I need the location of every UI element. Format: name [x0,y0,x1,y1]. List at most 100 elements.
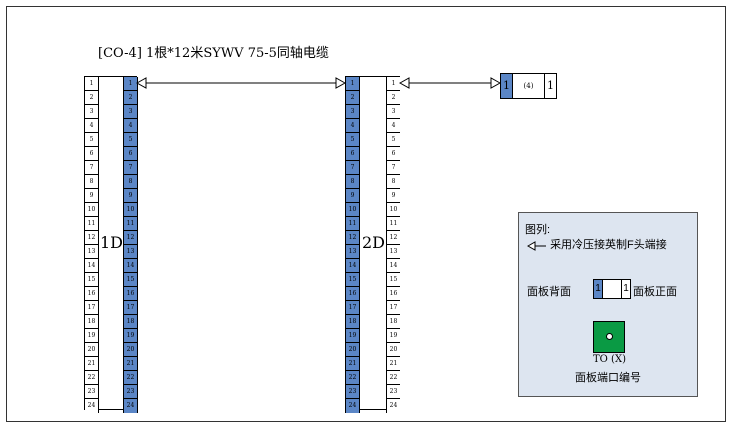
port-number-cell: 21 [85,357,98,371]
port-number-cell: 11 [346,217,359,231]
port-number-cell: 5 [346,133,359,147]
port-number-cell: 11 [85,217,98,231]
legend-box-front-num: 1 [621,280,630,298]
legend-front-label: 面板正面 [633,286,677,298]
port-number-cell: 20 [346,343,359,357]
port-number-cell: 9 [387,189,400,203]
port-number-cell: 17 [387,301,400,315]
port-number-cell: 10 [124,203,137,217]
panel-1d-label: 1D [100,233,124,252]
diagram-frame [6,6,726,422]
port-number-cell: 5 [124,133,137,147]
port-number-cell: 23 [124,385,137,399]
port-number-cell: 1 [124,77,137,91]
port-number-cell: 2 [124,91,137,105]
port-number-cell: 19 [346,329,359,343]
port-number-cell: 1 [387,77,400,91]
port-number-cell: 1 [85,77,98,91]
cable-title: [CO-4] 1根*12米SYWV 75-5同轴电缆 [98,46,329,61]
port-number-cell: 13 [387,245,400,259]
jack-hole-icon [606,333,613,340]
port-number-cell: 14 [346,259,359,273]
port-number-cell: 16 [346,287,359,301]
legend-arrow-desc: 采用冷压接英制F头端接 [550,239,667,251]
port-number-cell: 13 [85,245,98,259]
port-number-cell: 16 [124,287,137,301]
port-number-cell: 9 [346,189,359,203]
port-number-cell: 19 [124,329,137,343]
port-number-cell: 15 [346,273,359,287]
port-number-cell: 16 [387,287,400,301]
port-number-cell: 18 [346,315,359,329]
port-number-cell: 6 [85,147,98,161]
port-number-cell: 4 [387,119,400,133]
faceplate-box: 1 (4) 1 [500,73,557,99]
port-number-cell: 21 [124,357,137,371]
port-number-cell: 16 [85,287,98,301]
legend-box-back-num: 1 [594,280,603,298]
port-number-cell: 19 [387,329,400,343]
port-number-cell: 22 [124,371,137,385]
faceplate-back-number: 1 [501,74,513,98]
legend-faceplate-box: 1 1 [593,279,631,299]
port-number-cell: 7 [387,161,400,175]
port-number-cell: 14 [387,259,400,273]
port-number-cell: 13 [124,245,137,259]
port-number-cell: 7 [85,161,98,175]
port-number-cell: 8 [346,175,359,189]
port-number-cell: 3 [387,105,400,119]
port-number-cell: 17 [346,301,359,315]
port-number-cell: 10 [387,203,400,217]
port-number-cell: 19 [85,329,98,343]
port-number-cell: 6 [124,147,137,161]
port-number-cell: 4 [346,119,359,133]
port-number-cell: 12 [85,231,98,245]
port-number-cell: 4 [85,119,98,133]
port-number-cell: 24 [348,402,357,409]
port-number-cell: 4 [124,119,137,133]
port-number-cell: 14 [85,259,98,273]
faceplate-front-number: 1 [544,74,556,98]
panel-2d-label: 2D [362,233,386,252]
port-number-cell: 22 [85,371,98,385]
port-number-cell: 14 [124,259,137,273]
port-number-cell: 24 [126,402,135,409]
arrow-head-left-2 [398,77,410,89]
jack-icon [593,321,625,353]
faceplate-port-id: (4) [523,82,534,90]
legend-port-label: 面板端口编号 [575,372,641,384]
port-number-cell: 15 [387,273,400,287]
port-number-cell: 15 [124,273,137,287]
port-number-cell: 12 [387,231,400,245]
port-number-cell: 1 [346,77,359,91]
port-number-cell: 9 [124,189,137,203]
port-number-cell: 12 [346,231,359,245]
port-number-cell: 21 [346,357,359,371]
arrow-head-right-2 [490,77,502,89]
port-number-cell: 24 [389,402,398,409]
port-number-cell: 21 [387,357,400,371]
port-number-cell: 5 [387,133,400,147]
port-number-cell: 15 [85,273,98,287]
port-number-cell: 11 [387,217,400,231]
legend-arrow-row: 采用冷压接英制F头端接 [526,236,667,252]
port-number-cell: 23 [346,385,359,399]
port-number-cell: 3 [346,105,359,119]
port-number-cell: 9 [85,189,98,203]
port-number-cell: 8 [124,175,137,189]
port-number-cell: 10 [346,203,359,217]
port-number-cell: 22 [387,371,400,385]
port-number-cell: 13 [346,245,359,259]
port-number-cell: 6 [346,147,359,161]
port-number-cell: 22 [346,371,359,385]
legend-back-label: 面板背面 [527,286,571,298]
port-number-cell: 24 [87,402,96,409]
port-number-cell: 2 [387,91,400,105]
